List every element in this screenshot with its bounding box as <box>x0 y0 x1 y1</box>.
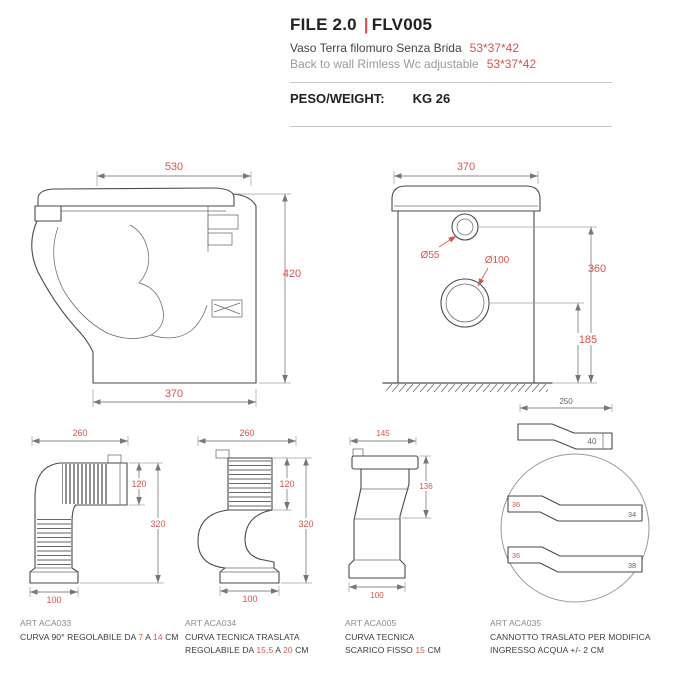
caption-min-value: 7 <box>138 631 144 642</box>
strip-bottom-right-dim: 38 <box>628 561 636 570</box>
dim-aca034-outlet: 100 <box>219 586 280 604</box>
dim-label: 320 <box>150 519 165 529</box>
dim-label-side-height: 420 <box>283 268 301 280</box>
dim-back-outlet-height: 185 <box>490 302 600 383</box>
corrugation-top <box>62 464 107 504</box>
description-en-text: Back to wall Rimless Wc adjustable <box>290 57 479 71</box>
fitting-aca005-drawing <box>348 448 419 579</box>
dim-label: 260 <box>239 428 254 438</box>
product-code: FLV005 <box>371 15 433 34</box>
caption-aca035: ART ACA035 CANNOTTO TRASLATO PER MODIFIC… <box>490 617 675 656</box>
dim-aca005-outlet: 100 <box>348 582 406 600</box>
inlet-diameter-value: Ø55 <box>421 250 440 261</box>
caption-segment: SCARICO FISSO <box>345 644 416 655</box>
dim-aca033-width: 260 <box>31 428 129 446</box>
dim-label-back-top: 370 <box>457 161 475 173</box>
dim-side-width-top: 530 <box>96 161 252 186</box>
caption-aca005: ART ACA005 CURVA TECNICA SCARICO FISSO 1… <box>345 617 480 656</box>
description-it-text: Vaso Terra filomuro Senza Brida <box>290 41 462 55</box>
dim-aca033-height: 320 <box>80 463 168 584</box>
caption-segment: CM <box>292 644 309 655</box>
caption-max-value: 14 <box>153 631 163 642</box>
dim-aca035-length: 250 <box>519 397 613 412</box>
dim-side-height: 420 <box>237 193 301 384</box>
strip-bottom-left-dim: 36 <box>512 551 520 560</box>
dim-aca034-height: 320 <box>281 458 316 584</box>
header-divider-top <box>290 82 612 83</box>
header-divider-bottom <box>290 126 612 127</box>
dim-label: 100 <box>242 594 257 604</box>
caption-aca033: ART ACA033 CURVA 90° REGOLABILE DA 7 A 1… <box>20 617 190 644</box>
dim-label: 100 <box>370 591 384 600</box>
caption-segment: A <box>143 631 153 642</box>
fitting-aca034-drawing <box>197 449 280 584</box>
dim-label-inlet-height: 360 <box>588 263 606 275</box>
caption-line2-aca035: INGRESSO ACQUA +/- 2 CM <box>490 644 605 655</box>
dim-label: 120 <box>279 479 294 489</box>
dim-label: 250 <box>559 397 573 406</box>
fitting-aca033-drawing <box>29 454 128 584</box>
caption-segment: CURVA 90° REGOLABILE DA <box>20 631 139 642</box>
caption-line1-aca035: CANNOTTO TRASLATO PER MODIFICA <box>490 631 651 642</box>
corrugation <box>229 459 271 509</box>
caption-text-aca005: SCARICO FISSO 15 CM <box>345 644 480 657</box>
description-english: Back to wall Rimless Wc adjustable 53*37*… <box>290 57 536 71</box>
caption-value: 15 <box>415 644 426 655</box>
ground-hatching <box>386 384 548 392</box>
caption-line1-aca034: CURVA TECNICA TRASLATA <box>185 631 300 642</box>
dim-label-side-bottom: 370 <box>165 388 183 400</box>
caption-line1-aca005: CURVA TECNICA <box>345 631 415 642</box>
outlet-diameter-value: Ø100 <box>485 255 510 266</box>
fitting-aca035-drawing: 40 36 34 36 38 <box>500 423 650 603</box>
weight-row: PESO/WEIGHT: KG 26 <box>290 91 450 106</box>
series-name: FILE 2.0 <box>290 15 357 34</box>
caption-text-aca033: CURVA 90° REGOLABILE DA 7 A 14 CM <box>20 631 190 644</box>
dim-label: 145 <box>376 429 390 438</box>
caption-text-aca034: REGOLABILE DA 15,5 A 20 CM <box>185 644 335 657</box>
dim-label: 136 <box>419 482 433 491</box>
weight-label: PESO/WEIGHT: <box>290 91 385 106</box>
caption-aca034: ART ACA034 CURVA TECNICA TRASLATA REGOLA… <box>185 617 335 656</box>
label-inlet-diameter: Ø55 <box>421 235 457 261</box>
dim-aca034-width: 260 <box>197 428 297 446</box>
description-it-size: 53*37*42 <box>469 41 520 55</box>
caption-min-value: 15,5 <box>256 644 274 655</box>
dim-back-width-top: 370 <box>393 161 539 184</box>
strip-top-right-dim: 34 <box>628 510 636 519</box>
caption-segment: REGOLABILE DA <box>185 644 257 655</box>
art-code-aca034: ART ACA034 <box>185 618 237 628</box>
dim-aca005-drop: 136 <box>402 455 435 519</box>
description-italian: Vaso Terra filomuro Senza Brida 53*37*42 <box>290 41 519 55</box>
art-code-aca035: ART ACA035 <box>490 618 542 628</box>
weight-value: KG 26 <box>412 91 451 106</box>
sleeve-end-dim: 40 <box>588 437 597 446</box>
corrugation-bottom <box>37 517 71 565</box>
art-code-aca033: ART ACA033 <box>20 618 72 628</box>
caption-segment: CM <box>162 631 179 642</box>
dim-side-width-bottom: 370 <box>92 388 257 407</box>
dim-label: 120 <box>131 479 146 489</box>
dim-label: 320 <box>298 519 313 529</box>
dim-label: 100 <box>46 595 61 605</box>
dim-back-inlet-height: 360 <box>479 226 606 384</box>
product-title: FILE 2.0 |FLV005 <box>290 15 432 35</box>
caption-segment: A <box>273 644 284 655</box>
wc-side-view-drawing <box>31 187 257 384</box>
dim-label-side-top: 530 <box>165 161 183 173</box>
label-outlet-diameter: Ø100 <box>477 255 510 287</box>
dim-aca005-width: 145 <box>349 429 417 445</box>
caption-segment: CM <box>425 644 441 655</box>
art-code-aca005: ART ACA005 <box>345 618 397 628</box>
caption-max-value: 20 <box>283 644 293 655</box>
dim-aca033-outlet: 100 <box>29 587 79 605</box>
dim-label: 260 <box>72 428 87 438</box>
title-separator: | <box>363 15 369 34</box>
strip-top-left-dim: 36 <box>512 500 520 509</box>
wc-back-view-drawing <box>382 185 553 392</box>
detail-circle <box>500 453 650 603</box>
description-en-size: 53*37*42 <box>486 57 537 71</box>
dim-label-outlet-height: 185 <box>579 334 597 346</box>
